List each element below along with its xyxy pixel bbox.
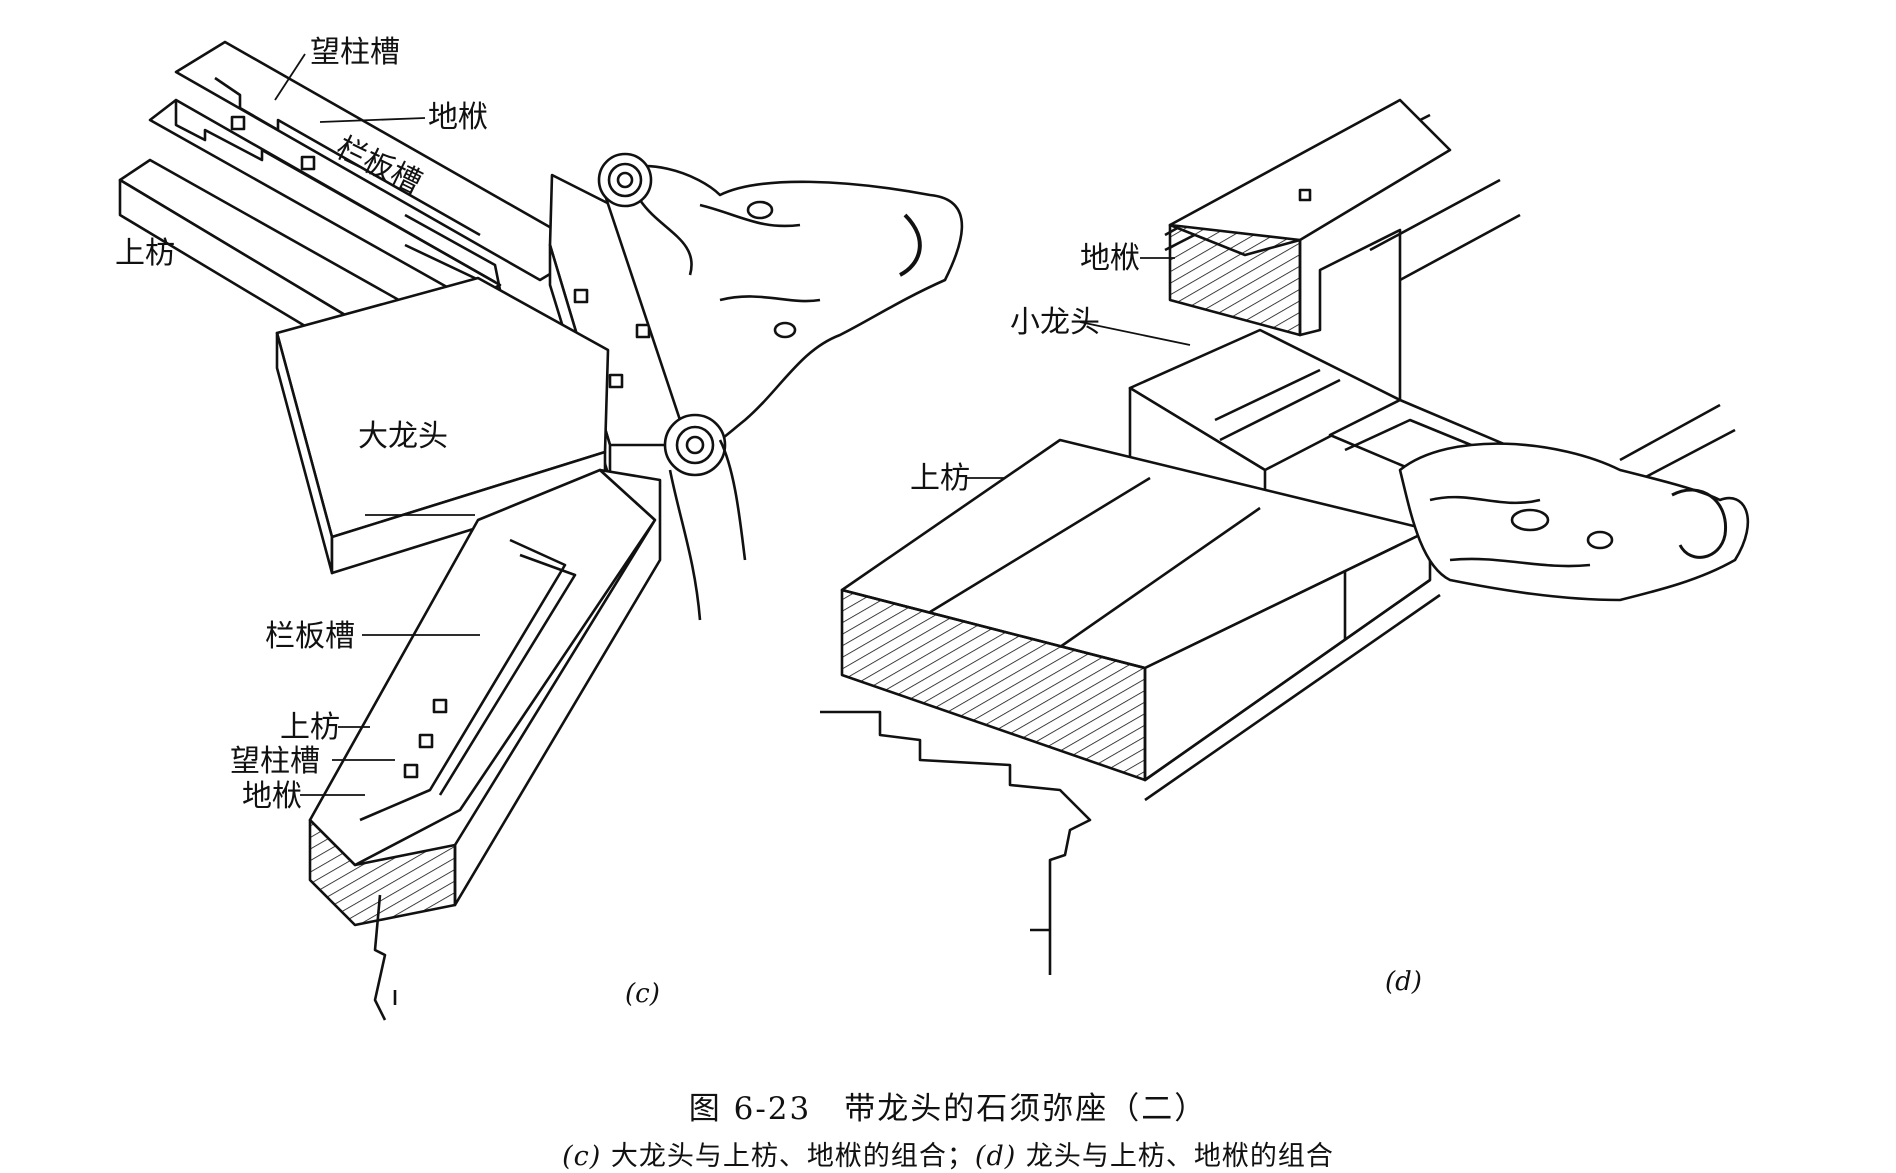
caption-d-text: 龙头与上枋、地栿的组合 bbox=[1025, 1141, 1334, 1172]
label-difu-bottom: 地栿 bbox=[242, 779, 302, 814]
panel-c-sublabel: (c) bbox=[625, 979, 660, 1009]
lower-shangfang-section bbox=[308, 818, 457, 927]
upper-beam-top bbox=[174, 40, 592, 282]
dragon-head-carving bbox=[1398, 442, 1750, 602]
caption-c-text: 大龙头与上枋、地栿的组合； bbox=[610, 1141, 975, 1172]
dragon-head-carving bbox=[597, 152, 964, 621]
label-wangzhucao-bottom: 望柱槽 bbox=[230, 744, 320, 779]
label-big-dragon-head: 大龙头 bbox=[358, 419, 448, 454]
label-lanbancao-bottom: 栏板槽 bbox=[265, 619, 355, 654]
post-hole bbox=[608, 373, 624, 389]
difu-block-section bbox=[1168, 223, 1302, 337]
post-hole bbox=[418, 733, 434, 749]
panel-d-sublabel: (d) bbox=[1385, 967, 1422, 997]
label-difu: 地栿 bbox=[1080, 241, 1140, 276]
label-shangfang: 上枋 bbox=[910, 461, 970, 496]
post-hole bbox=[403, 763, 419, 779]
label-small-dragon-head: 小龙头 bbox=[1010, 305, 1100, 340]
post-hole bbox=[230, 115, 246, 131]
panel-c-drawing bbox=[118, 40, 964, 1021]
figure-caption-subtitle: (c) 大龙头与上枋、地栿的组合；(d) 龙头与上枋、地栿的组合 bbox=[0, 1134, 1896, 1173]
post-hole bbox=[300, 155, 316, 171]
leader-lines bbox=[274, 53, 1191, 796]
label-shangfang-left: 上枋 bbox=[115, 236, 175, 271]
post-hole bbox=[1298, 188, 1312, 202]
post-hole bbox=[432, 698, 448, 714]
post-hole bbox=[635, 323, 651, 339]
post-hole bbox=[573, 288, 589, 304]
label-wangzhucao-top: 望柱槽 bbox=[310, 35, 400, 70]
caption-d-mark: (d) bbox=[974, 1141, 1017, 1172]
figure-caption-title: 图 6-23 带龙头的石须弥座（二） bbox=[688, 1091, 1208, 1127]
label-shangfang-bottom: 上枋 bbox=[280, 710, 340, 745]
caption-c-mark: (c) bbox=[562, 1141, 602, 1172]
label-difu-top: 地栿 bbox=[428, 100, 488, 135]
panel-d-drawing bbox=[820, 98, 1750, 975]
